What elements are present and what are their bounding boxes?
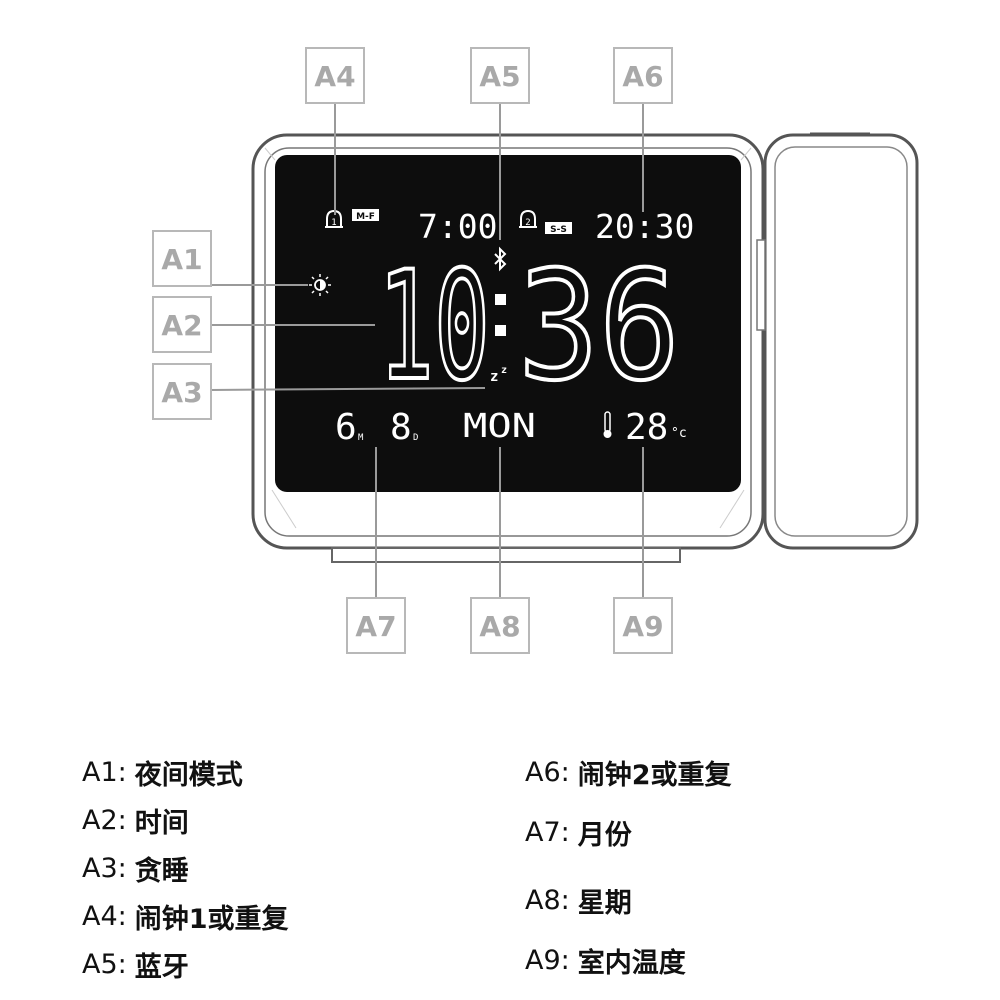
month-value: 6: [335, 407, 357, 448]
time-colon: [495, 294, 506, 336]
svg-text:A2: A2: [161, 309, 202, 342]
alarm1-time: 7:00: [418, 207, 497, 246]
svg-text:z: z: [501, 365, 507, 376]
leader-lines: [209, 103, 644, 598]
svg-text:A8: A8: [479, 610, 520, 643]
callout-A4: A4: [305, 47, 365, 104]
main-time-minutes: 36: [518, 240, 680, 414]
main-time-hours: 10: [378, 240, 490, 414]
alarm1-number: 1: [331, 218, 336, 228]
svg-text:A1: A1: [161, 243, 202, 276]
callout-A6: A6: [613, 47, 673, 104]
callout-A9: A9: [613, 597, 673, 654]
callout-A5: A5: [470, 47, 530, 104]
svg-text:A9: A9: [622, 610, 663, 643]
snooze-icon: z z: [490, 365, 507, 385]
alarm1-days: M-F: [356, 212, 375, 222]
weekday-display: MON: [463, 406, 536, 445]
alarm2-days: S-S: [550, 225, 567, 235]
legend-item-a6: A6: 闹钟2或重复: [525, 756, 732, 791]
temperature-unit: °c: [671, 426, 687, 441]
night-mode-icon: [309, 274, 331, 296]
callout-A8: A8: [470, 597, 530, 654]
alarm2-time: 20:30: [595, 207, 694, 246]
legend-item-a3: A3: 贪睡: [82, 852, 189, 887]
alarm2-indicator: 2 S-S 20:30: [519, 207, 694, 246]
legend-left: A1: 夜间模式 A2: 时间 A3: 贪睡 A4: 闹钟1或重复 A5: 蓝牙: [82, 748, 542, 988]
legend-item-a9: A9: 室内温度: [525, 944, 686, 979]
legend-item-a4: A4: 闹钟1或重复: [82, 900, 289, 935]
clock-diagram: 1 M-F 7:00 2 S-S 20:30 10: [152, 47, 919, 654]
legend-item-a8: A8: 星期: [525, 884, 632, 919]
svg-text:z: z: [490, 369, 498, 385]
svg-text:A4: A4: [314, 60, 355, 93]
alarm2-days-badge: [545, 222, 572, 234]
svg-text:A3: A3: [161, 376, 202, 409]
legend-item-a1: A1: 夜间模式: [82, 756, 243, 791]
callout-A1: A1: [152, 230, 212, 287]
projector-unit: [756, 132, 919, 550]
legend-item-a7: A7: 月份: [525, 816, 632, 851]
month-unit: M: [358, 433, 364, 443]
month-display: 6 M: [335, 407, 364, 448]
day-unit: D: [413, 433, 418, 443]
alarm1-days-badge: [352, 209, 379, 221]
alarm-bell-icon: [519, 209, 537, 228]
legend-right: A6: 闹钟2或重复 A7: 月份 A8: 星期 A9: 室内温度: [525, 748, 985, 984]
alarm2-number: 2: [525, 218, 530, 228]
callout-A7: A7: [346, 597, 406, 654]
day-display: 8 D: [390, 407, 418, 448]
svg-text:A5: A5: [479, 60, 520, 93]
day-value: 8: [390, 407, 412, 448]
temperature-value: 28: [625, 407, 668, 448]
callout-A2: A2: [152, 296, 212, 353]
bluetooth-icon: [494, 246, 507, 272]
thermometer-icon: [603, 411, 612, 438]
callout-A3: A3: [152, 363, 212, 420]
alarm1-indicator: 1 M-F 7:00: [325, 207, 497, 246]
legend-item-a2: A2: 时间: [82, 804, 189, 839]
legend-item-a5: A5: 蓝牙: [82, 948, 189, 983]
svg-text:A6: A6: [622, 60, 663, 93]
lcd-screen: [275, 155, 741, 492]
svg-text:A7: A7: [355, 610, 396, 643]
